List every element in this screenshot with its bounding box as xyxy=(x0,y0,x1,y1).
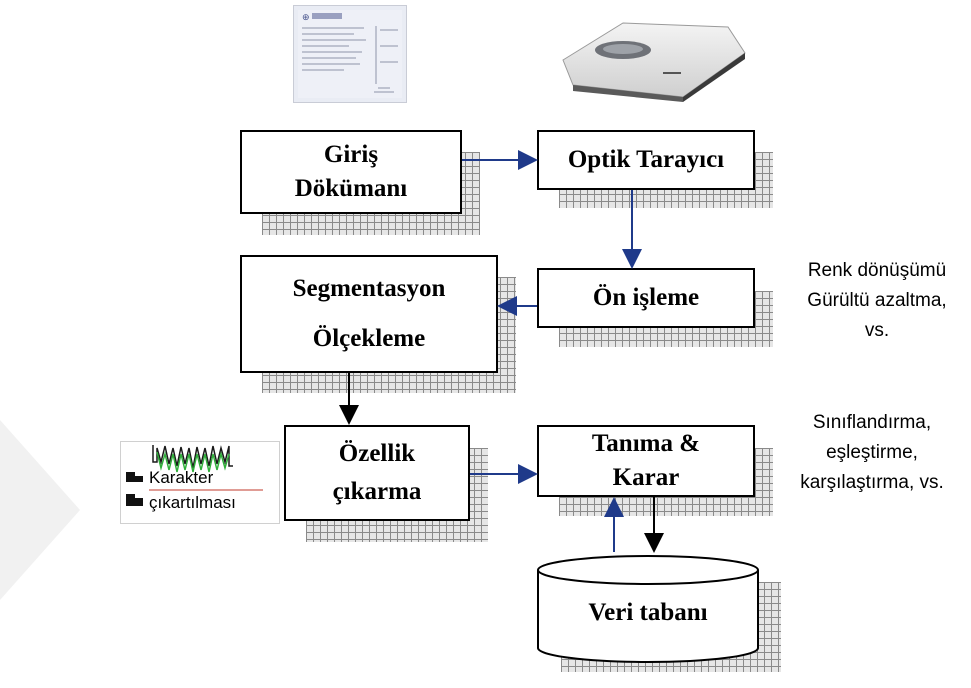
optik-tarayici-box: Optik Tarayıcı xyxy=(537,130,755,190)
feature-extraction-image: Karakter çıkartılması xyxy=(120,441,280,524)
ozellik-line1: Özellik xyxy=(338,440,416,467)
tanima-karar-box: Tanıma & Karar xyxy=(537,425,755,497)
svg-text:⊕: ⊕ xyxy=(302,12,310,22)
preprocess-note-line2: Gürültü azaltma, xyxy=(807,290,947,311)
preprocess-note-line3: vs. xyxy=(864,320,890,341)
background-triangle xyxy=(0,420,80,600)
recognition-note-line2: eşleştirme, xyxy=(826,442,918,463)
tanima-line2: Karar xyxy=(612,464,680,491)
document-thumbnail: ⊕ xyxy=(293,5,407,103)
veri-tabani-label: Veri tabanı xyxy=(588,599,708,626)
segment-line1: Segmentasyon xyxy=(292,275,446,302)
feature-image-line1: Karakter xyxy=(149,468,214,487)
recognition-note: Sınıflandırma, eşleştirme, karşılaştırma… xyxy=(772,408,971,498)
tanima-line1: Tanıma & xyxy=(591,430,701,457)
preprocess-note-line1: Renk dönüşümü xyxy=(807,260,947,281)
segmentasyon-box: Segmentasyon Ölçekleme xyxy=(240,255,498,373)
onisleme-label: Ön işleme xyxy=(592,284,700,311)
preprocess-note: Renk dönüşümü Gürültü azaltma, vs. xyxy=(782,256,971,346)
giris-dokumani-box: Giriş Dökümanı xyxy=(240,130,462,214)
ozellik-line2: çıkarma xyxy=(332,478,422,505)
on-isleme-box: Ön işleme xyxy=(537,268,755,328)
recognition-note-line1: Sınıflandırma, xyxy=(812,412,932,433)
ozellik-cikarma-box: Özellik çıkarma xyxy=(284,425,470,521)
giris-line1: Giriş xyxy=(323,141,379,168)
recognition-note-line3: karşılaştırma, vs. xyxy=(800,472,944,493)
optik-label: Optik Tarayıcı xyxy=(567,146,725,173)
giris-line2: Dökümanı xyxy=(294,175,408,202)
veri-tabani-cylinder: Veri tabanı xyxy=(536,552,760,664)
segment-line2: Ölçekleme xyxy=(312,325,426,352)
scanner-image xyxy=(553,5,753,103)
feature-image-line2: çıkartılması xyxy=(149,493,236,512)
